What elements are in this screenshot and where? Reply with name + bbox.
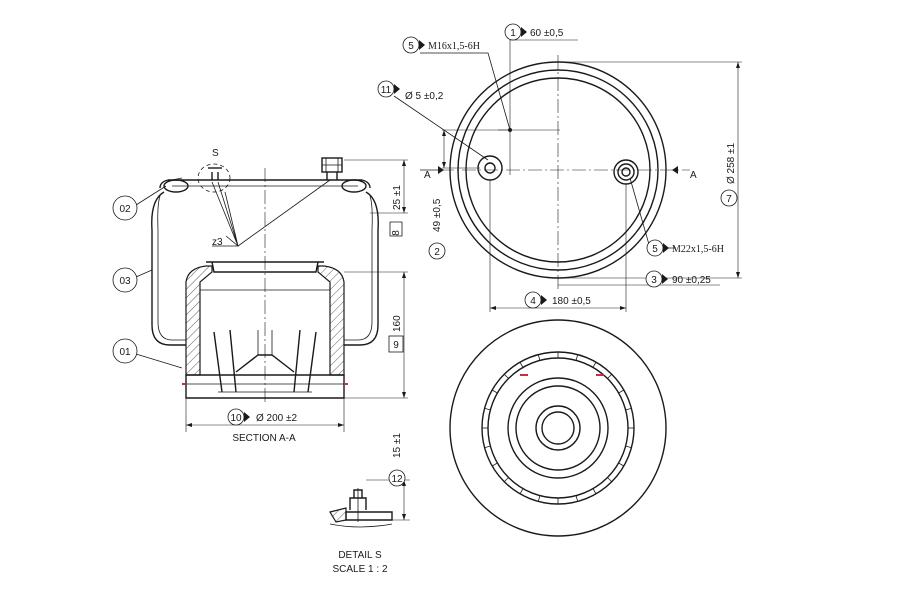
ring-notch <box>607 373 613 379</box>
svg-text:160: 160 <box>392 315 403 332</box>
section-marker-left: A <box>424 170 431 181</box>
svg-text:15 ±1: 15 ±1 <box>392 433 403 458</box>
ring-notch <box>625 445 632 449</box>
detail-title: DETAIL S <box>338 550 382 561</box>
ring-notch <box>575 495 579 502</box>
svg-text:1: 1 <box>510 28 516 39</box>
detail-scale: SCALE 1 : 2 <box>332 564 387 575</box>
svg-text:60 ±0,5: 60 ±0,5 <box>530 28 564 39</box>
callout-5-m22: 5 M22x1,5-6H <box>629 177 724 257</box>
callout-3-90: 3 90 ±0,25 <box>558 184 720 290</box>
ring-notch <box>592 488 597 495</box>
detail-marker-s: S <box>212 148 219 159</box>
svg-text:3: 3 <box>651 275 657 286</box>
svg-text:11: 11 <box>381 85 392 96</box>
callout-5-m16: 5 M16x1,5-6H <box>402 36 512 132</box>
dim-200: 10 Ø 200 ±2 <box>185 398 345 432</box>
ring-notch <box>537 354 541 361</box>
svg-text:4: 4 <box>530 296 536 307</box>
svg-text:2: 2 <box>434 247 440 258</box>
svg-text:25 ±1: 25 ±1 <box>392 185 403 210</box>
ring-notch <box>592 361 597 368</box>
callout-7-258: Ø 258 ±1 7 <box>558 61 742 279</box>
detail-s-view: 15 ±1 12 <box>329 433 410 528</box>
svg-text:49 ±0,5: 49 ±0,5 <box>432 198 443 232</box>
section-view: S z3 <box>151 148 379 405</box>
svg-text:10: 10 <box>230 413 242 424</box>
ring-notch <box>575 354 579 361</box>
dim-25: 25 ±1 8 <box>344 159 408 237</box>
ring-notch <box>503 477 509 483</box>
callout-1-60: 1 60 ±0,5 <box>498 23 578 175</box>
svg-text:7: 7 <box>726 194 732 205</box>
svg-text:180 ±0,5: 180 ±0,5 <box>552 296 591 307</box>
ring-notch <box>484 445 491 449</box>
svg-text:M16x1,5-6H: M16x1,5-6H <box>428 41 480 52</box>
svg-text:02: 02 <box>119 204 131 215</box>
svg-text:5: 5 <box>652 244 658 255</box>
section-marker-right: A <box>690 170 697 181</box>
ring-notch <box>484 407 491 411</box>
ring-notch <box>519 488 524 495</box>
svg-text:9: 9 <box>393 340 399 351</box>
ring-notch <box>625 407 632 411</box>
svg-text:Ø 5 ±0,2: Ø 5 ±0,2 <box>405 91 444 102</box>
part-callout-02: 02 <box>112 185 167 221</box>
svg-text:M22x1,5-6H: M22x1,5-6H <box>672 244 724 255</box>
callout-4-180: 4 180 ±0,5 <box>489 180 627 312</box>
top-view: A A <box>420 55 697 290</box>
callout-2-49: 49 ±0,5 2 <box>428 129 508 260</box>
dim-160: 160 9 <box>344 271 408 399</box>
svg-text:12: 12 <box>391 474 403 485</box>
svg-text:90 ±0,25: 90 ±0,25 <box>672 275 711 286</box>
z3-label: z3 <box>212 237 223 248</box>
callout-11-hole: 11 Ø 5 ±0,2 <box>377 80 489 161</box>
part-callout-03: 03 <box>112 267 153 293</box>
ring-notch <box>618 389 625 394</box>
ring-notch <box>491 389 498 394</box>
section-title: SECTION A-A <box>232 433 296 444</box>
svg-text:8: 8 <box>391 230 402 236</box>
ring-notch <box>519 361 524 368</box>
bottom-view <box>449 319 667 537</box>
svg-text:Ø 258 ±1: Ø 258 ±1 <box>726 142 737 184</box>
ring-notch <box>607 477 613 483</box>
svg-text:5: 5 <box>408 41 414 52</box>
svg-text:03: 03 <box>119 276 131 287</box>
ring-notch <box>618 462 625 467</box>
svg-text:Ø 200 ±2: Ø 200 ±2 <box>256 413 298 424</box>
ring-notch <box>491 462 498 467</box>
part-callout-01: 01 <box>112 338 183 369</box>
svg-text:01: 01 <box>119 347 131 358</box>
ring-notch <box>537 495 541 502</box>
ring-notch <box>503 373 509 379</box>
